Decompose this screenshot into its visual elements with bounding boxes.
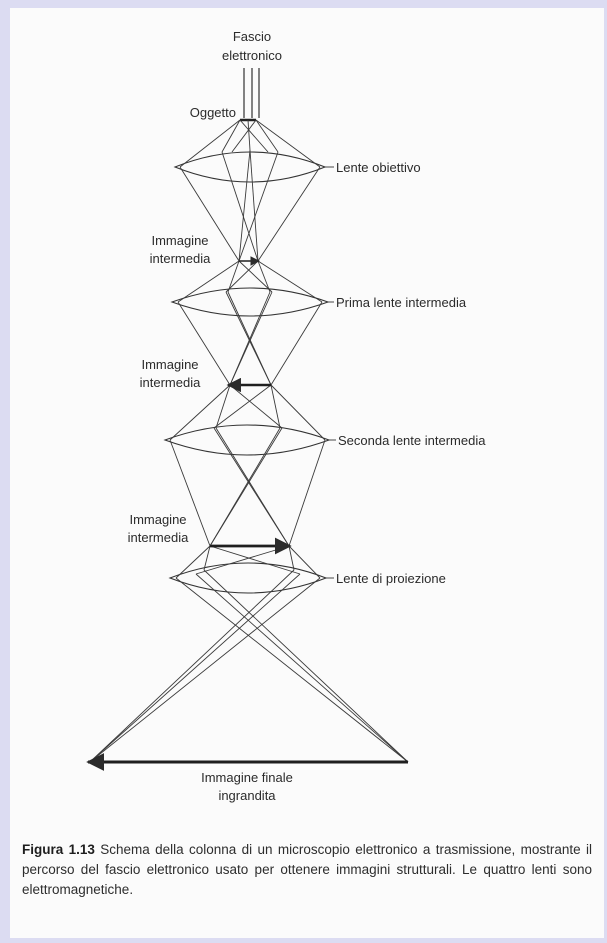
first-intermediate-lens [170, 287, 330, 317]
projection-lens [168, 562, 328, 594]
figure-number: Figura 1.13 [22, 842, 95, 857]
electron-ray-paths [89, 119, 409, 763]
caption-text: Schema della colonna di un microscopio e… [22, 842, 592, 897]
objective-lens-label: Lente obiettivo [336, 160, 421, 175]
objective-lens [173, 151, 327, 183]
beam-label-line2: elettronico [222, 48, 282, 63]
image3-label-line1: Immagine [129, 512, 186, 527]
final-image-label-line1: Immagine finale [201, 770, 293, 785]
image1-label-line2: intermedia [150, 251, 211, 266]
image1-label-line1: Immagine [151, 233, 208, 248]
second-intermediate-lens-label: Seconda lente intermedia [338, 433, 486, 448]
final-image-label-line2: ingrandita [218, 788, 276, 803]
electron-microscope-diagram: Fascio elettronico Oggetto Lente obietti… [86, 29, 486, 803]
beam-label-line1: Fascio [233, 29, 271, 44]
projection-lens-label: Lente di proiezione [336, 571, 446, 586]
object-label: Oggetto [190, 105, 236, 120]
image2-label-line1: Immagine [141, 357, 198, 372]
electron-beam [243, 68, 260, 118]
image2-label-line2: intermedia [140, 375, 201, 390]
second-intermediate-lens [163, 424, 331, 456]
first-intermediate-lens-label: Prima lente intermedia [336, 295, 467, 310]
image3-label-line2: intermedia [128, 530, 189, 545]
figure-caption: Figura 1.13 Schema della colonna di un m… [22, 840, 592, 900]
figure-page: Fascio elettronico Oggetto Lente obietti… [10, 8, 604, 938]
